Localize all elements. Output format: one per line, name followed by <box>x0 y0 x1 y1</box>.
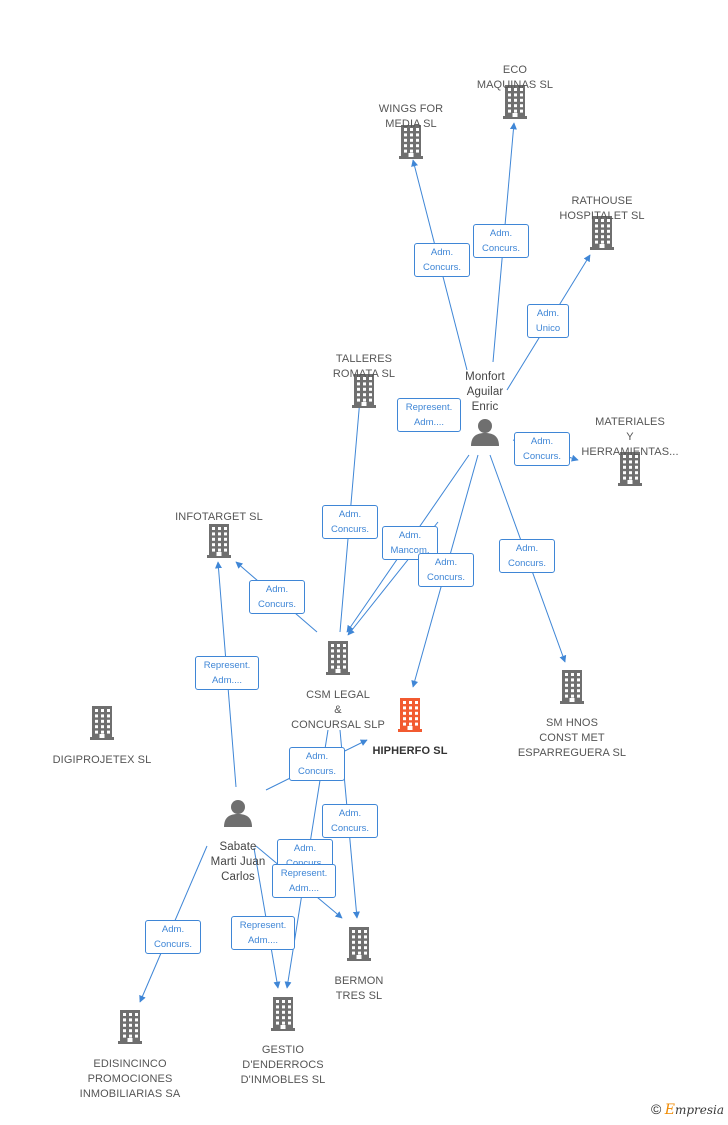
brand-name: mpresia <box>674 1103 724 1117</box>
person-icon[interactable] <box>470 418 500 451</box>
relation-badge-r1[interactable]: Adm. Concurs. <box>414 243 470 277</box>
building-icon[interactable] <box>347 927 371 966</box>
relation-badge-r10[interactable]: Adm. Concurs. <box>249 580 305 614</box>
relation-badge-r16[interactable]: Adm. Concurs. <box>145 920 201 954</box>
node-label-digiprojetex[interactable]: DIGIPROJETEX SL <box>52 754 152 766</box>
building-icon[interactable] <box>326 641 350 680</box>
relation-badge-r17[interactable]: Represent. Adm.... <box>231 916 295 950</box>
relation-badge-r13[interactable]: Adm. Concurs. <box>322 804 378 838</box>
copyright-symbol: © <box>651 1101 662 1117</box>
node-label-talleres[interactable]: TALLERES ROMATA SL <box>332 353 396 380</box>
relation-badge-r5[interactable]: Adm. Concurs. <box>514 432 570 466</box>
relation-badge-r2[interactable]: Adm. Concurs. <box>473 224 529 258</box>
node-label-edisincinco[interactable]: EDISINCINCO PROMOCIONES INMOBILIARIAS SA <box>79 1058 181 1100</box>
building-icon[interactable] <box>590 216 614 255</box>
relation-badge-r6[interactable]: Adm. Concurs. <box>322 505 378 539</box>
node-label-csm[interactable]: CSM LEGAL & CONCURSAL SLP <box>291 689 385 731</box>
node-label-smhnos[interactable]: SM HNOS CONST MET ESPARREGUERA SL <box>517 717 627 759</box>
node-label-monfort[interactable]: Monfort Aguilar Enric <box>465 371 505 413</box>
relation-badge-r4[interactable]: Represent. Adm.... <box>397 398 461 432</box>
node-label-bermon[interactable]: BERMON TRES SL <box>334 975 384 1002</box>
node-label-rathouse[interactable]: RATHOUSE HOSPITALET SL <box>559 195 645 222</box>
building-icon[interactable] <box>207 524 231 563</box>
relation-badge-r11[interactable]: Represent. Adm.... <box>195 656 259 690</box>
brand-initial: E <box>664 1102 675 1118</box>
empresia-brand: © Empresia <box>651 1101 724 1118</box>
building-icon[interactable] <box>618 452 642 491</box>
building-icon[interactable] <box>90 706 114 745</box>
building-icon[interactable] <box>560 670 584 709</box>
building-icon[interactable] <box>271 997 295 1036</box>
node-label-materiales[interactable]: MATERIALES Y HERRAMIENTAS... <box>581 416 679 458</box>
building-icon[interactable] <box>399 125 423 164</box>
node-label-gestio[interactable]: GESTIO D'ENDERROCS D'INMOBLES SL <box>240 1044 326 1086</box>
highlighted-building-icon[interactable] <box>398 698 422 737</box>
relation-badge-r15[interactable]: Represent. Adm.... <box>272 864 336 898</box>
node-label-eco[interactable]: ECO MAQUINAS SL <box>476 64 554 91</box>
building-icon[interactable] <box>352 374 376 413</box>
relation-badge-r3[interactable]: Adm. Unico <box>527 304 569 338</box>
node-label-sabate[interactable]: Sabate Marti Juan Carlos <box>210 841 266 883</box>
node-label-hipherfo[interactable]: HIPHERFO SL <box>372 745 448 757</box>
node-label-infotarget[interactable]: INFOTARGET SL <box>175 511 263 523</box>
relation-badge-r9[interactable]: Adm. Concurs. <box>499 539 555 573</box>
person-icon[interactable] <box>223 799 253 832</box>
node-label-wings[interactable]: WINGS FOR MEDIA SL <box>378 103 444 130</box>
relation-badge-r12[interactable]: Adm. Concurs. <box>289 747 345 781</box>
relation-badge-r8[interactable]: Adm. Concurs. <box>418 553 474 587</box>
building-icon[interactable] <box>118 1010 142 1049</box>
building-icon[interactable] <box>503 85 527 124</box>
